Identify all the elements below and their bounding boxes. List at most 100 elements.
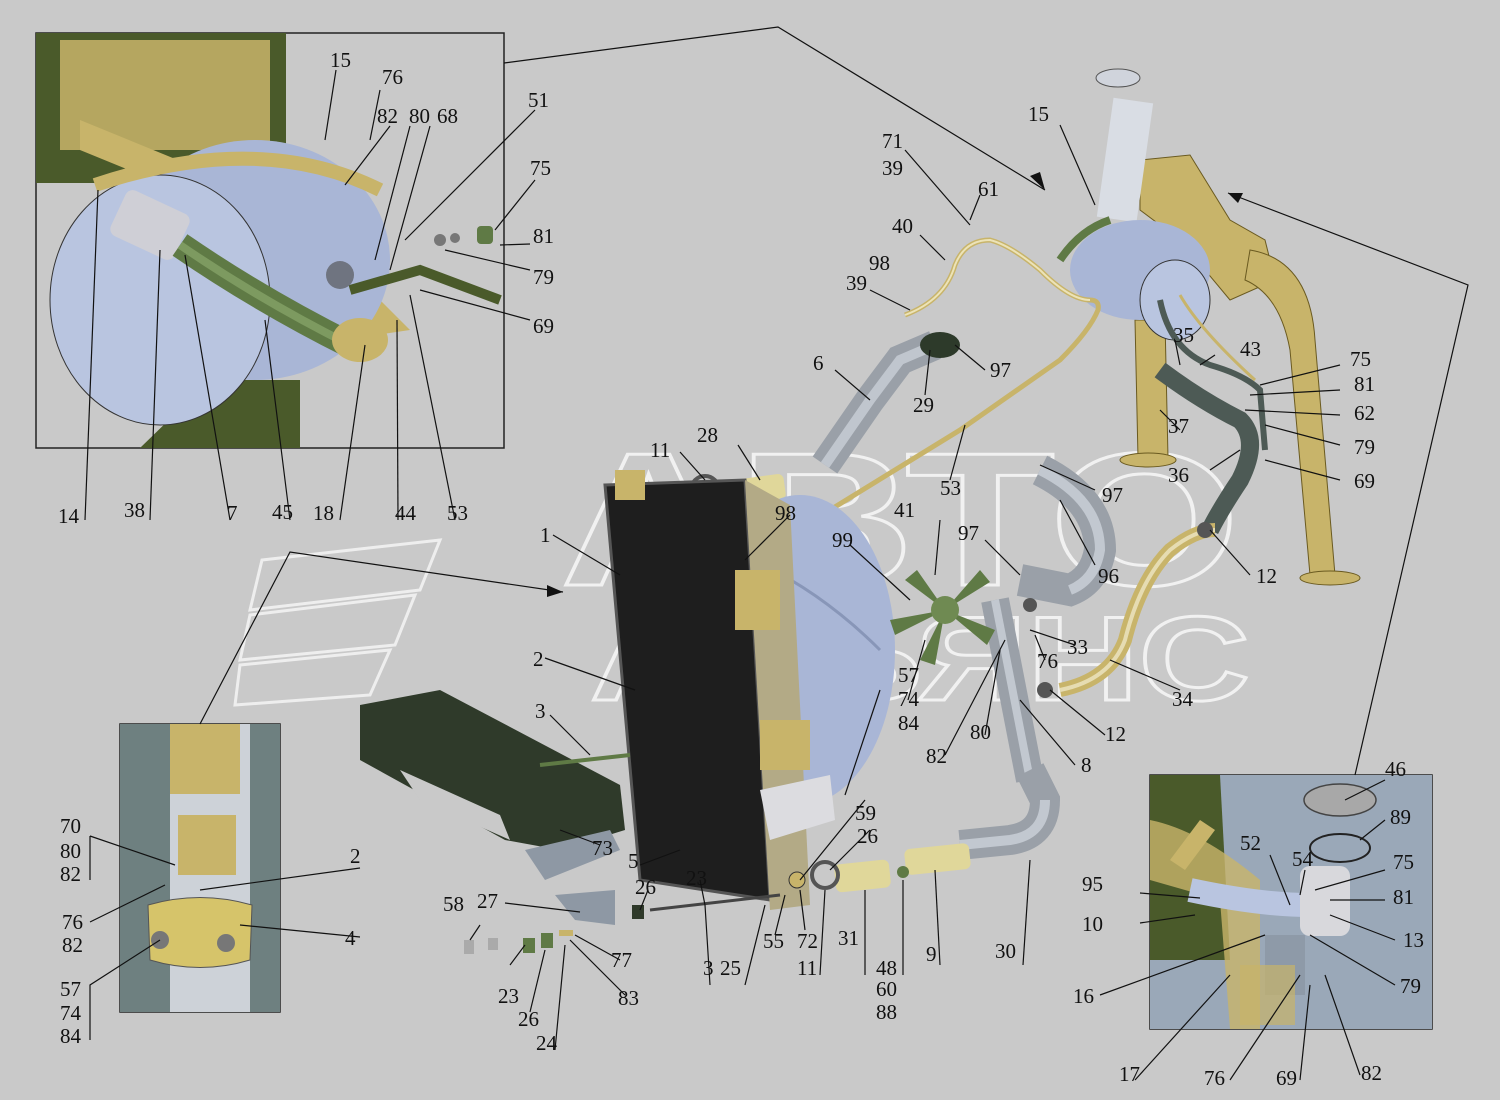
- callout-99: 99: [832, 528, 853, 552]
- arrow-inset-to-radiator: [199, 551, 564, 725]
- callout-2-main: 2: [533, 647, 544, 671]
- callout-labels: 15 76 82 80 68 51 75 81 79 69 14 38 7 45…: [58, 48, 1424, 1090]
- callout-23-lower: 23: [498, 984, 519, 1008]
- callout-72: 72: [797, 929, 818, 953]
- callout-55: 55: [763, 929, 784, 953]
- callout-61: 61: [978, 177, 999, 201]
- callout-82-inset4: 82: [1361, 1061, 1382, 1085]
- callout-43: 43: [1240, 337, 1261, 361]
- callout-11-upper: 11: [650, 438, 670, 462]
- watermark-logo: [233, 538, 443, 707]
- arrow-inset-to-tank: [503, 26, 1046, 191]
- inset-radiator-mount: [119, 723, 281, 1013]
- callout-33: 33: [1067, 635, 1088, 659]
- callout-74-main: 74: [898, 687, 920, 711]
- callout-17: 17: [1119, 1062, 1140, 1086]
- inset-hose-elbow: [332, 318, 388, 362]
- callout-26-upper: 26: [857, 824, 878, 848]
- pipe-35: [1157, 299, 1268, 451]
- callout-97-mid: 97: [1102, 483, 1123, 507]
- callout-2-inset: 2: [350, 844, 361, 868]
- callout-45-inset: 45: [272, 500, 293, 524]
- radiator-top-bracket: [735, 570, 780, 630]
- callout-1: 1: [540, 523, 551, 547]
- callout-69-inset: 69: [533, 314, 554, 338]
- callout-35: 35: [1173, 323, 1194, 347]
- callout-8: 8: [1081, 753, 1092, 777]
- callout-14-inset: 14: [58, 504, 80, 528]
- callout-57-inset: 57: [60, 977, 81, 1001]
- callout-80-main: 80: [970, 720, 991, 744]
- callout-82-inset: 82: [377, 104, 398, 128]
- callout-4: 4: [345, 926, 356, 950]
- leader-lines: [84, 69, 1396, 1081]
- callout-98-upper: 98: [869, 251, 890, 275]
- callout-80-inset: 80: [409, 104, 430, 128]
- sleeve-9: [904, 843, 971, 875]
- callout-71: 71: [882, 129, 903, 153]
- callout-51-inset: 51: [528, 88, 549, 112]
- filler-neck-tube: [1096, 97, 1154, 223]
- callout-3-lower: 3: [703, 956, 714, 980]
- main-assembly: [360, 68, 1361, 954]
- callout-23-mid: 23: [686, 866, 707, 890]
- callout-88: 88: [876, 1000, 897, 1024]
- clamp-11-lower: [810, 860, 840, 890]
- callout-75-inset: 75: [530, 156, 551, 180]
- callout-81-inset: 81: [533, 224, 554, 248]
- callout-82-inset2: 82: [60, 862, 81, 886]
- callout-34: 34: [1172, 687, 1194, 711]
- callout-54: 54: [1292, 847, 1314, 871]
- callout-25: 25: [720, 956, 741, 980]
- inset-filler-cap: [1303, 783, 1377, 817]
- callout-95: 95: [1082, 872, 1103, 896]
- callout-10: 10: [1082, 912, 1103, 936]
- callout-28: 28: [697, 423, 718, 447]
- inset-expansion-tank: [35, 32, 505, 449]
- callout-97-lower: 97: [958, 521, 979, 545]
- callout-11-lower: 11: [797, 956, 817, 980]
- callout-84-inset: 84: [60, 1024, 82, 1048]
- callout-39-lower: 39: [846, 271, 867, 295]
- callout-60: 60: [876, 977, 897, 1001]
- callout-40: 40: [892, 214, 913, 238]
- callout-27: 27: [477, 889, 498, 913]
- callout-76-main: 76: [1037, 649, 1058, 673]
- callout-58: 58: [443, 892, 464, 916]
- callout-52: 52: [1240, 831, 1261, 855]
- inset-tank-strap: [92, 151, 384, 197]
- radiator-core: [603, 478, 772, 902]
- callout-53-inset: 53: [447, 501, 468, 525]
- callout-12-upper: 12: [1256, 564, 1277, 588]
- inset-filler-neck-cup: [1300, 866, 1350, 936]
- callout-81-main: 81: [1354, 372, 1375, 396]
- callout-70: 70: [60, 814, 81, 838]
- callout-13: 13: [1403, 928, 1424, 952]
- callout-48: 48: [876, 956, 897, 980]
- callout-7-inset: 7: [227, 501, 238, 525]
- callout-79-inset3: 79: [1400, 974, 1421, 998]
- callout-12-lower: 12: [1105, 722, 1126, 746]
- callout-83: 83: [618, 986, 639, 1010]
- callout-53-main: 53: [940, 476, 961, 500]
- callout-79-main: 79: [1354, 435, 1375, 459]
- callout-31: 31: [838, 926, 859, 950]
- cooling-fan: [890, 570, 995, 665]
- callout-73: 73: [592, 836, 613, 860]
- callout-76-inset: 76: [382, 65, 403, 89]
- bracket-leg-left: [1134, 319, 1169, 459]
- callout-30: 30: [995, 939, 1016, 963]
- callout-89: 89: [1390, 805, 1411, 829]
- callout-76-inset2: 76: [62, 910, 83, 934]
- callout-74-inset: 74: [60, 1001, 82, 1025]
- callout-26-mid: 26: [635, 875, 656, 899]
- callout-57-main: 57: [898, 663, 919, 687]
- callout-80-inset2: 80: [60, 839, 81, 863]
- callout-3-upper: 3: [535, 699, 546, 723]
- callout-24: 24: [536, 1031, 558, 1055]
- callout-9: 9: [926, 942, 937, 966]
- callout-15-main: 15: [1028, 102, 1049, 126]
- callout-79-inset: 79: [533, 265, 554, 289]
- hose-36: [1154, 362, 1259, 535]
- callout-82-inset3: 82: [62, 933, 83, 957]
